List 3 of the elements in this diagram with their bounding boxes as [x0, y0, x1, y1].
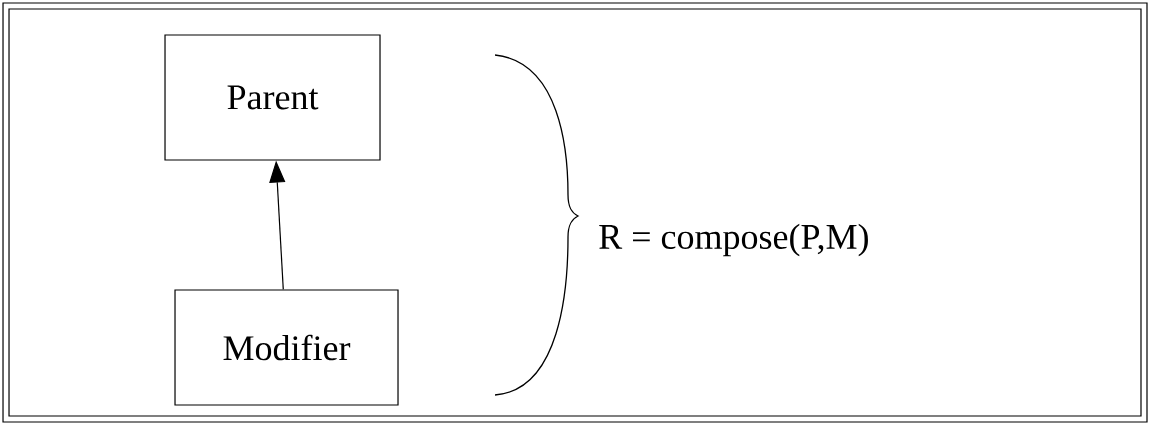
formula-label: R = compose(P,M)	[599, 223, 868, 257]
class-box: Parent	[164, 34, 381, 161]
class-box: Modifier	[174, 289, 399, 406]
